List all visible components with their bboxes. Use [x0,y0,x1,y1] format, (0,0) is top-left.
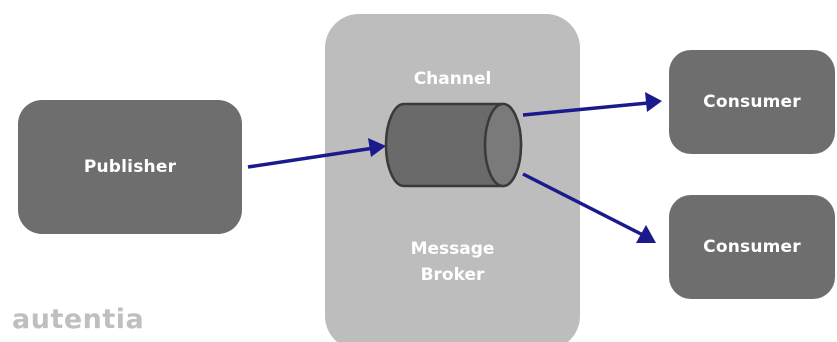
autentia-logo: autentia [12,304,145,335]
channel-cylinder-icon [384,102,523,188]
message-broker-label-line2: Broker [420,265,485,285]
channel-cylinder-end [483,102,523,188]
publisher-label: Publisher [83,157,177,177]
publisher-to-channel-arrowhead [368,138,386,157]
message-broker-label: Message Broker [325,236,580,288]
message-broker-label-line1: Message [410,239,495,259]
consumer-node-1: Consumer [669,50,835,154]
consumer-label-1: Consumer [703,92,801,112]
channel-to-consumer1-arrow-line [522,101,649,117]
channel-to-consumer2-arrow-line [522,172,644,237]
publisher-node: Publisher [18,100,242,234]
consumer-node-2: Consumer [669,195,835,299]
channel-to-consumer1-arrowhead [645,92,662,112]
channel-to-consumer2-arrowhead [636,225,656,243]
publisher-to-channel-arrow-line [247,146,375,169]
consumer-label-2: Consumer [703,237,801,257]
channel-label: Channel [413,69,492,89]
